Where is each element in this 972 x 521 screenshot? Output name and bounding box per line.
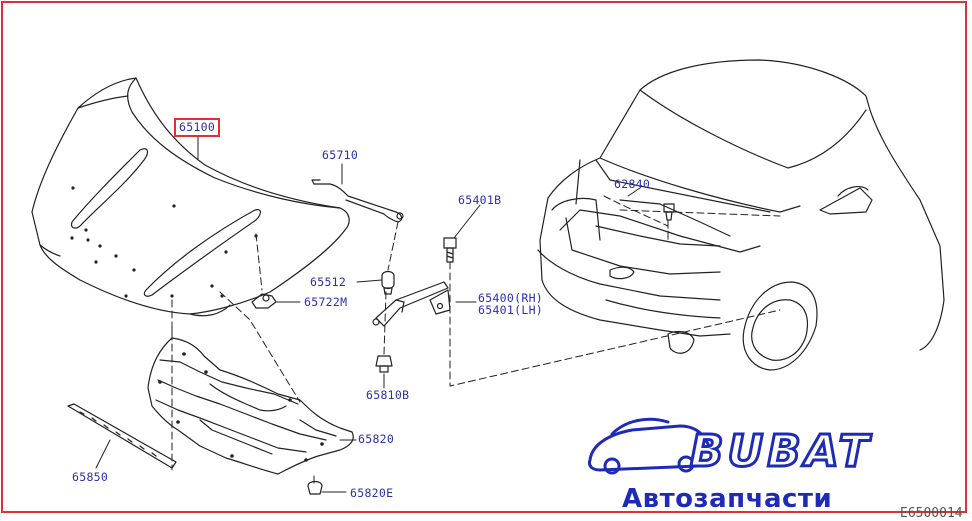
label-65512[interactable]: 65512 [310,275,347,289]
label-65850[interactable]: 65850 [72,470,109,484]
hood-panel-drawing [31,77,350,317]
brand-car-logo-drawing [588,417,714,475]
hood-seal-drawing [67,403,177,469]
label-65100[interactable]: 65100 [174,118,221,137]
hood-holes [70,186,258,298]
label-65820e[interactable]: 65820E [350,486,394,500]
label-62840[interactable]: 62840 [614,177,651,191]
grommet-65512-drawing [381,270,395,295]
label-65810b[interactable]: 65810B [366,388,410,402]
clip-65820e-drawing [307,480,323,495]
diagram-border [1,1,967,513]
label-65820[interactable]: 65820 [358,432,395,446]
label-65401b[interactable]: 65401B [458,193,502,207]
nut-65810b-drawing [375,355,393,373]
label-65710[interactable]: 65710 [322,148,359,162]
hood-support-rod-drawing [311,179,404,223]
leader-lines [171,195,781,485]
bolt-65401b-drawing [443,237,457,263]
label-65401-lh[interactable]: 65401(LH) [478,303,544,317]
insulator-clip-holes [158,352,324,462]
hood-stay-clip-drawing [251,293,277,309]
brand-subtitle: Автозапчасти [622,484,833,514]
label-leaders [95,135,641,493]
car-body-drawing [537,59,945,371]
diagram-code: E6500014 [900,506,963,521]
brand-watermark: BUBAT [689,425,873,479]
label-65722m[interactable]: 65722M [304,295,348,309]
hood-insulator-drawing [147,337,354,475]
label-65400-rh[interactable]: 65400(RH) [478,291,544,305]
